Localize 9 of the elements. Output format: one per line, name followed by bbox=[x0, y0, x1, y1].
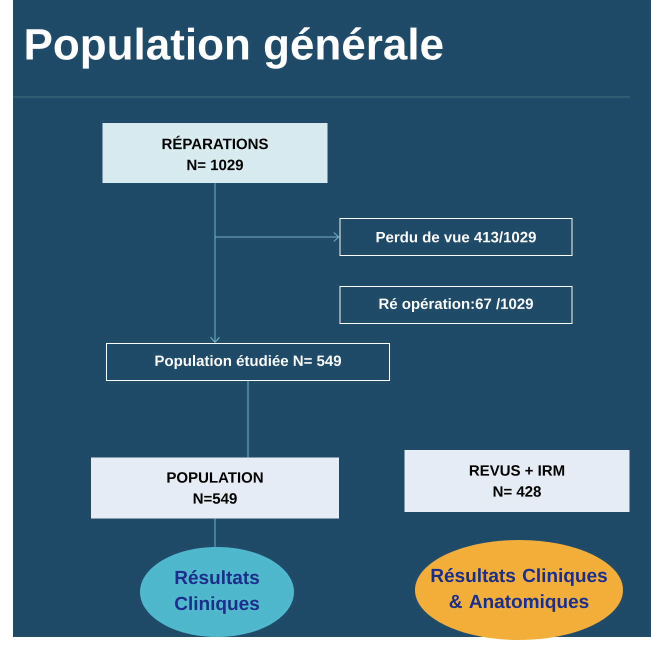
process-box: POPULATION N=549 bbox=[91, 457, 339, 518]
process-box: REVUS + IRM N= 428 bbox=[404, 450, 630, 512]
process-box: Perdu de vue 413/1029 bbox=[340, 218, 572, 256]
process-box: RÉPARATIONS N= 1029 bbox=[102, 123, 328, 183]
connector bbox=[210, 182, 220, 343]
process-box: Ré opération:67 /1029 bbox=[340, 286, 572, 324]
connector bbox=[214, 518, 216, 548]
process-box: Population étudiée N= 549 bbox=[106, 343, 390, 381]
title: Population générale bbox=[26, 27, 443, 69]
